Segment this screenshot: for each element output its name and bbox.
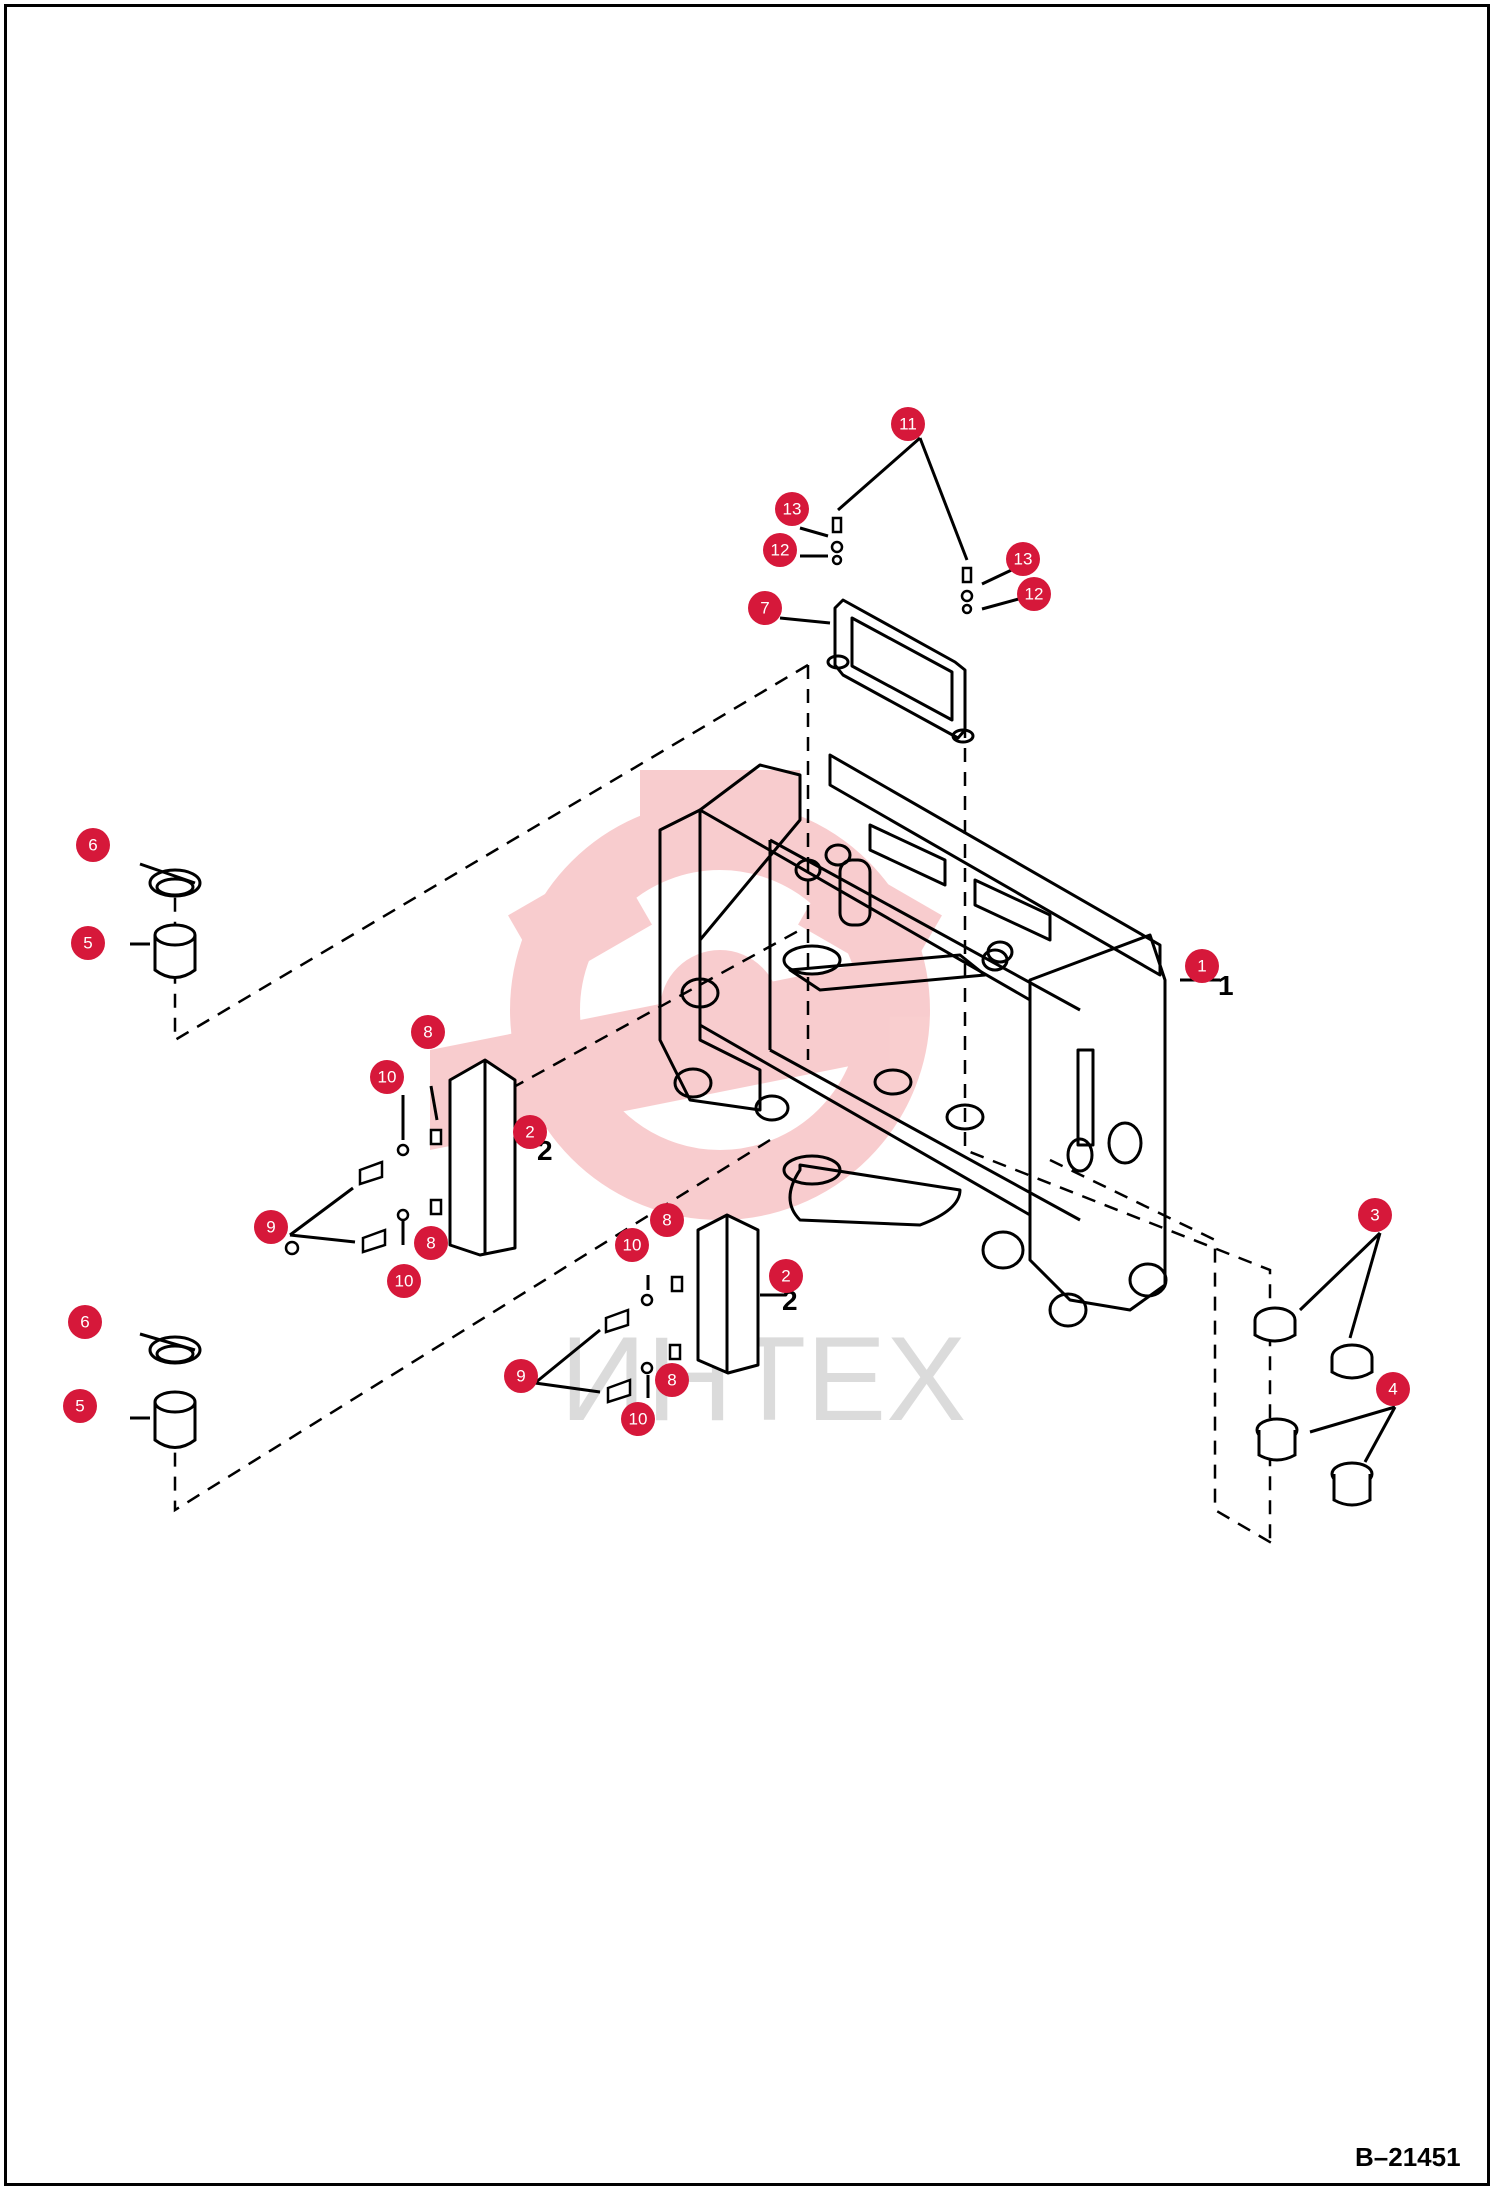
drawing-frame xyxy=(4,4,1490,2186)
callout-10c[interactable]: 10 xyxy=(615,1228,649,1262)
callout-markers: 1 2 2 3 4 5 5 6 6 7 8 8 8 8 9 9 10 10 10… xyxy=(63,407,1410,1436)
callout-6a[interactable]: 6 xyxy=(76,828,110,862)
svg-text:8: 8 xyxy=(662,1211,671,1230)
callout-10a[interactable]: 10 xyxy=(370,1060,404,1094)
svg-text:8: 8 xyxy=(423,1023,432,1042)
svg-text:5: 5 xyxy=(83,934,92,953)
svg-text:8: 8 xyxy=(667,1371,676,1390)
callout-13b[interactable]: 13 xyxy=(1006,542,1040,576)
svg-text:7: 7 xyxy=(760,599,769,618)
svg-text:2: 2 xyxy=(525,1123,534,1142)
callout-9a[interactable]: 9 xyxy=(254,1210,288,1244)
callout-leader-lines xyxy=(130,436,1397,1463)
wear-pad-parts xyxy=(448,1058,760,1375)
part-label-1: 1 xyxy=(1218,970,1234,1001)
drawing-reference-code: B–21451 xyxy=(1355,2142,1461,2172)
callout-3[interactable]: 3 xyxy=(1358,1198,1392,1232)
callout-8a[interactable]: 8 xyxy=(411,1015,445,1049)
fastener-hardware xyxy=(830,516,974,615)
callout-10d[interactable]: 10 xyxy=(621,1402,655,1436)
svg-text:13: 13 xyxy=(1014,550,1033,569)
callout-2b[interactable]: 2 xyxy=(769,1259,803,1293)
svg-text:10: 10 xyxy=(629,1410,648,1429)
callout-6b[interactable]: 6 xyxy=(68,1305,102,1339)
svg-text:10: 10 xyxy=(395,1272,414,1291)
callout-12b[interactable]: 12 xyxy=(1017,577,1051,611)
svg-text:10: 10 xyxy=(378,1068,397,1087)
callout-1[interactable]: 1 xyxy=(1185,949,1219,983)
svg-text:11: 11 xyxy=(899,415,917,434)
svg-text:6: 6 xyxy=(80,1313,89,1332)
handle-part xyxy=(826,598,975,744)
part-number-labels: 1 2 2 xyxy=(537,970,1234,1316)
svg-text:1: 1 xyxy=(1197,957,1206,976)
callout-13a[interactable]: 13 xyxy=(775,492,809,526)
svg-text:12: 12 xyxy=(1025,585,1044,604)
svg-text:10: 10 xyxy=(623,1236,642,1255)
svg-text:13: 13 xyxy=(783,500,802,519)
callout-11[interactable]: 11 xyxy=(891,407,925,441)
callout-5b[interactable]: 5 xyxy=(63,1389,97,1423)
callout-4[interactable]: 4 xyxy=(1376,1372,1410,1406)
callout-2a[interactable]: 2 xyxy=(513,1115,547,1149)
bolts-and-washers xyxy=(284,1128,684,1404)
callout-8d[interactable]: 8 xyxy=(655,1363,689,1397)
svg-text:2: 2 xyxy=(781,1267,790,1286)
callout-7[interactable]: 7 xyxy=(748,591,782,625)
bushings-and-rings xyxy=(148,868,1374,1507)
callout-5a[interactable]: 5 xyxy=(71,926,105,960)
svg-text:4: 4 xyxy=(1388,1380,1397,1399)
svg-text:12: 12 xyxy=(771,541,790,560)
svg-text:8: 8 xyxy=(426,1234,435,1253)
svg-text:5: 5 xyxy=(75,1397,84,1416)
main-frame-part xyxy=(658,753,1168,1328)
callout-8c[interactable]: 8 xyxy=(650,1203,684,1237)
callout-9b[interactable]: 9 xyxy=(504,1359,538,1393)
svg-text:6: 6 xyxy=(88,836,97,855)
svg-text:3: 3 xyxy=(1370,1206,1379,1225)
callout-10b[interactable]: 10 xyxy=(387,1264,421,1298)
callout-12a[interactable]: 12 xyxy=(763,533,797,567)
callout-8b[interactable]: 8 xyxy=(414,1226,448,1260)
watermark-text: ИНТЕХ xyxy=(560,1312,966,1446)
svg-text:9: 9 xyxy=(516,1367,525,1386)
svg-text:9: 9 xyxy=(266,1218,275,1237)
